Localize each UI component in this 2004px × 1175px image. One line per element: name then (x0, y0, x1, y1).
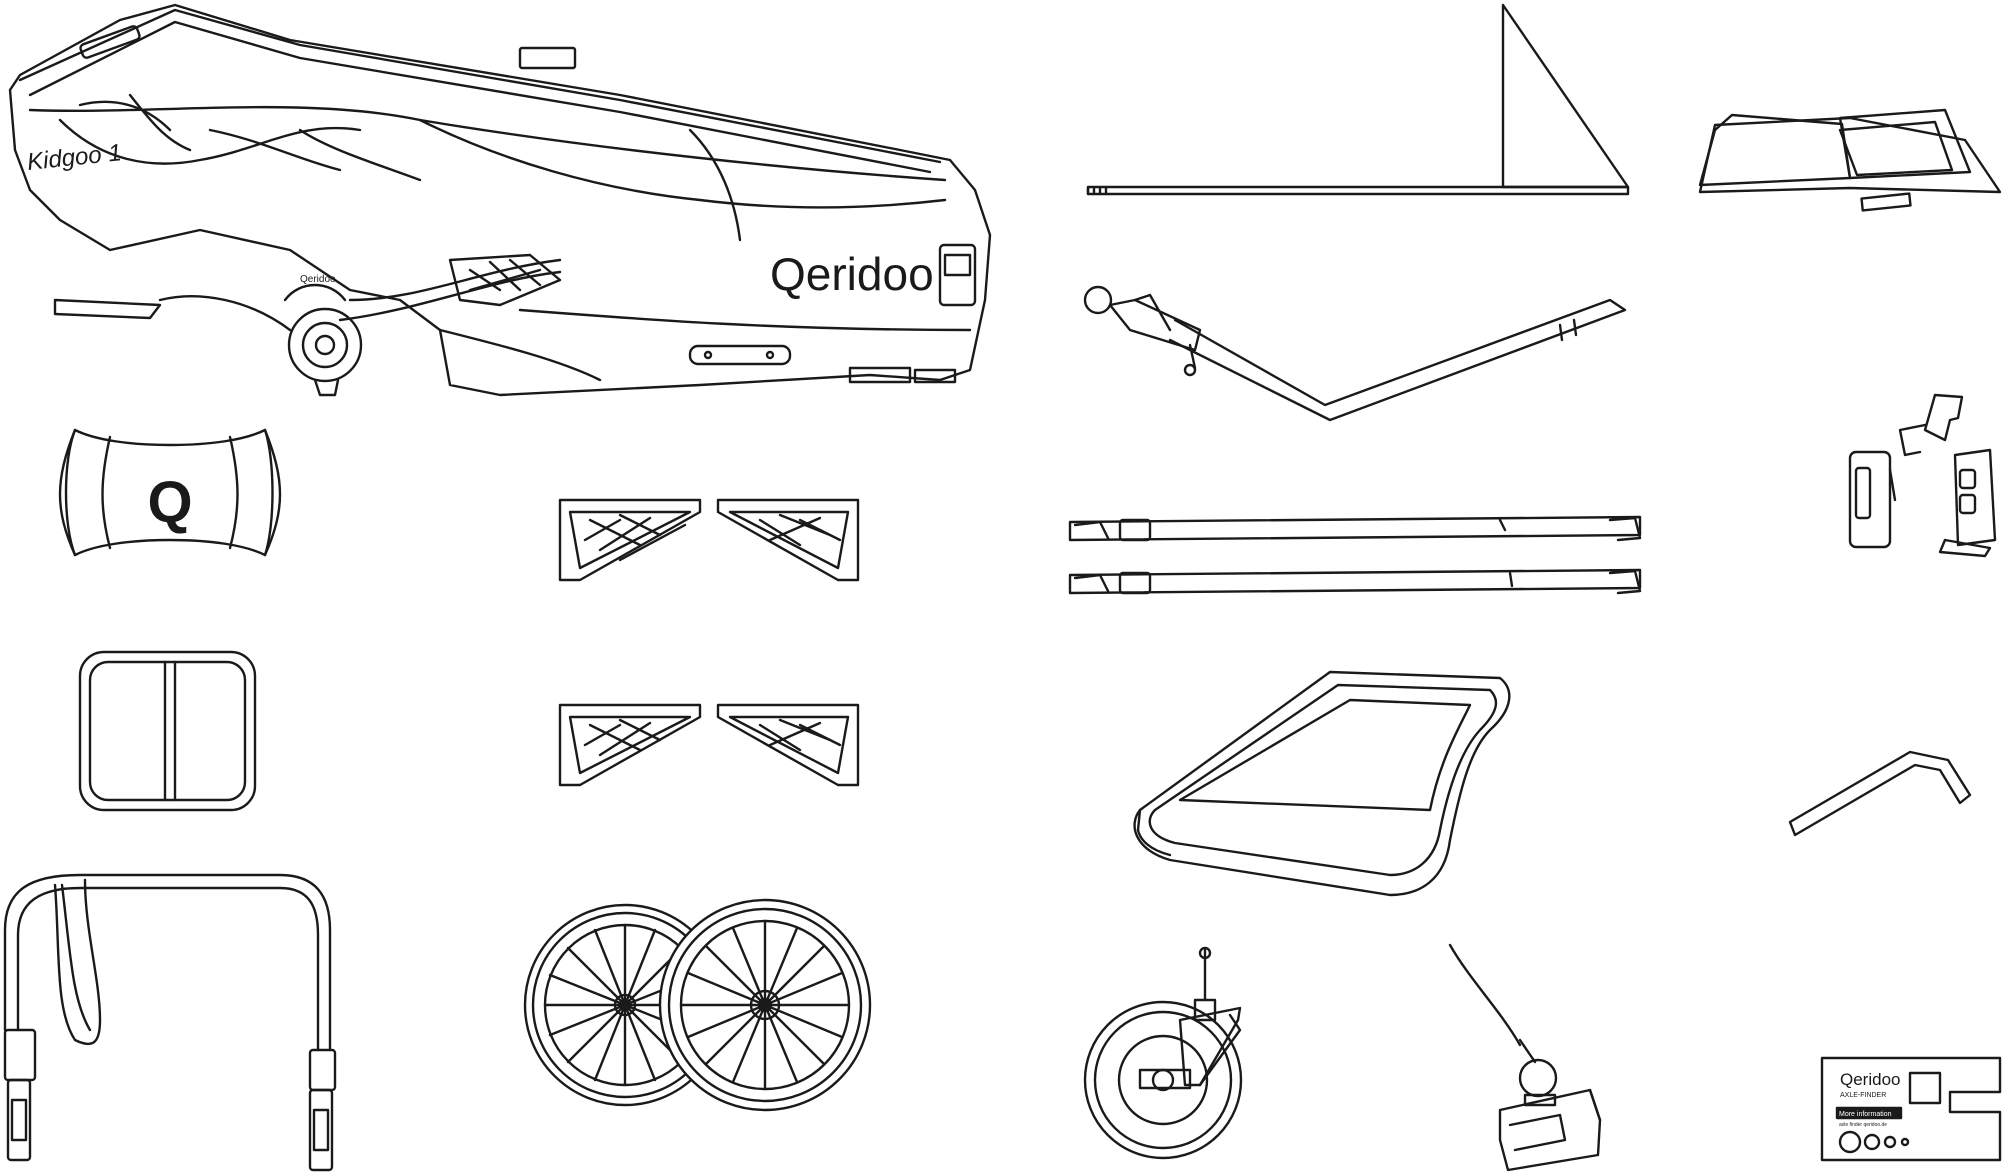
trailer-small-brand-label: Qeridoo (300, 274, 336, 285)
axle-finder-brand: Qeridoo (1840, 1070, 1900, 1089)
rear-wheel-left (523, 903, 727, 1107)
frame-strap-upper (1068, 515, 1642, 542)
frame-strap-lower (1068, 568, 1642, 595)
corner-bracket-lower-right (716, 703, 860, 787)
push-bar (3, 873, 337, 1172)
axle-finder-info-sub: axle finder qeridoo.de (1839, 1122, 1887, 1128)
instruction-manual (1698, 108, 2002, 212)
jogging-front-wheel (1083, 946, 1243, 1160)
axle-finder-subtitle: AXLE-FINDER (1840, 1092, 1886, 1099)
rear-wheel-right (658, 898, 872, 1112)
hitch-adapter (1448, 943, 1602, 1172)
trailer-model-label: Kidgoo 1 (26, 139, 123, 176)
corner-bracket-upper-left (558, 498, 702, 582)
trailer-brand-label: Qeridoo (770, 248, 934, 300)
safety-flag (1086, 3, 1630, 196)
hex-key (1788, 750, 1972, 837)
axle-finder-info-band (1837, 1108, 1901, 1118)
tow-bar (1083, 285, 1627, 422)
bumper-pad (58, 428, 282, 557)
corner-bracket-lower-left (558, 703, 702, 787)
axle-finder-info: More information (1839, 1111, 1892, 1118)
storage-tray (1133, 670, 1511, 897)
light-and-bracket-set (1848, 393, 1997, 558)
trailer-body (8, 3, 992, 397)
seat-pad (78, 650, 257, 812)
bumper-logo: Q (147, 470, 192, 535)
corner-bracket-upper-right (716, 498, 860, 582)
